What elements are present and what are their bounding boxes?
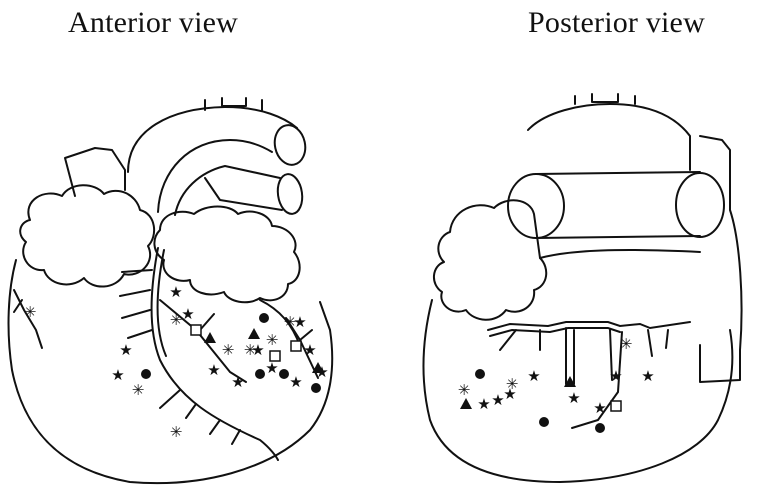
posterior-circle-marker-2: [539, 417, 549, 427]
anterior-circle-marker-2: [255, 369, 265, 379]
posterior-star-marker-1: ★: [477, 395, 490, 413]
anterior-asterisk-marker-3: ✳: [222, 341, 235, 359]
posterior-star-marker-6: ★: [609, 367, 622, 385]
anterior-star-marker-1: ★: [169, 283, 182, 301]
posterior-star-marker-5: ★: [567, 389, 580, 407]
anterior-star-marker-4: ★: [231, 373, 244, 391]
anterior-asterisk-marker-4: ✳: [266, 331, 279, 349]
anterior-asterisk-marker-7: ✳: [170, 423, 183, 441]
posterior-asterisk-marker-1: ✳: [458, 381, 471, 399]
posterior-asterisk-marker-3: ✳: [620, 335, 633, 353]
anterior-pulmonary-ring-upper: [271, 122, 309, 167]
anterior-square-marker-3: [291, 341, 301, 351]
anterior-star-marker-3: ★: [111, 366, 124, 384]
anterior-square-marker-2: [270, 351, 280, 361]
anterior-asterisk-marker-5: ✳: [244, 341, 257, 359]
anterior-pulmonary-branch: [205, 178, 282, 210]
anterior-star-marker-10: ★: [207, 361, 220, 379]
anterior-asterisk-marker-1: ✳: [24, 303, 37, 321]
posterior-circle-marker-3: [595, 423, 605, 433]
lesion-markers: ★★★★★★★★★★★★✳✳✳✳✳✳✳✳★★★★★★★★✳✳✳: [24, 283, 655, 441]
anterior-triangle-marker-1: [204, 332, 216, 343]
anterior-asterisk-marker-8: ✳: [284, 313, 297, 331]
anterior-star-marker-7: ★: [289, 373, 302, 391]
anterior-diagonal-branches: [120, 270, 318, 444]
posterior-star-marker-4: ★: [527, 367, 540, 385]
anterior-circle-marker-5: [259, 313, 269, 323]
posterior-heart: [423, 94, 741, 482]
posterior-coronary-sinus-inner: [490, 328, 620, 336]
posterior-atrium-top-curve: [540, 250, 700, 258]
posterior-circle-marker-1: [475, 369, 485, 379]
anterior-star-marker-2: ★: [119, 341, 132, 359]
posterior-left-atrium: [434, 200, 546, 319]
anterior-vena-cava: [65, 148, 125, 196]
posterior-triangle-marker-1: [460, 398, 472, 409]
posterior-arch-branches: [575, 94, 635, 104]
anterior-star-marker-9: ★: [303, 341, 316, 359]
anterior-aorta-inner: [158, 140, 272, 212]
anterior-asterisk-marker-2: ✳: [170, 311, 183, 329]
anterior-star-marker-11: ★: [181, 305, 194, 323]
anterior-circle-marker-4: [311, 383, 321, 393]
posterior-square-marker-1: [611, 401, 621, 411]
posterior-star-marker-7: ★: [641, 367, 654, 385]
anterior-aorta: [128, 107, 297, 172]
posterior-star-marker-8: ★: [593, 399, 606, 417]
posterior-asterisk-marker-2: ✳: [506, 375, 519, 393]
posterior-ring-right: [676, 173, 724, 237]
anterior-circle-marker-1: [141, 369, 151, 379]
anterior-triangle-marker-2: [248, 328, 260, 339]
anterior-asterisk-marker-6: ✳: [132, 381, 145, 399]
anterior-circle-marker-3: [279, 369, 289, 379]
posterior-aorta: [528, 104, 690, 170]
posterior-aortic-descending: [700, 136, 742, 382]
anterior-square-marker-1: [191, 325, 201, 335]
